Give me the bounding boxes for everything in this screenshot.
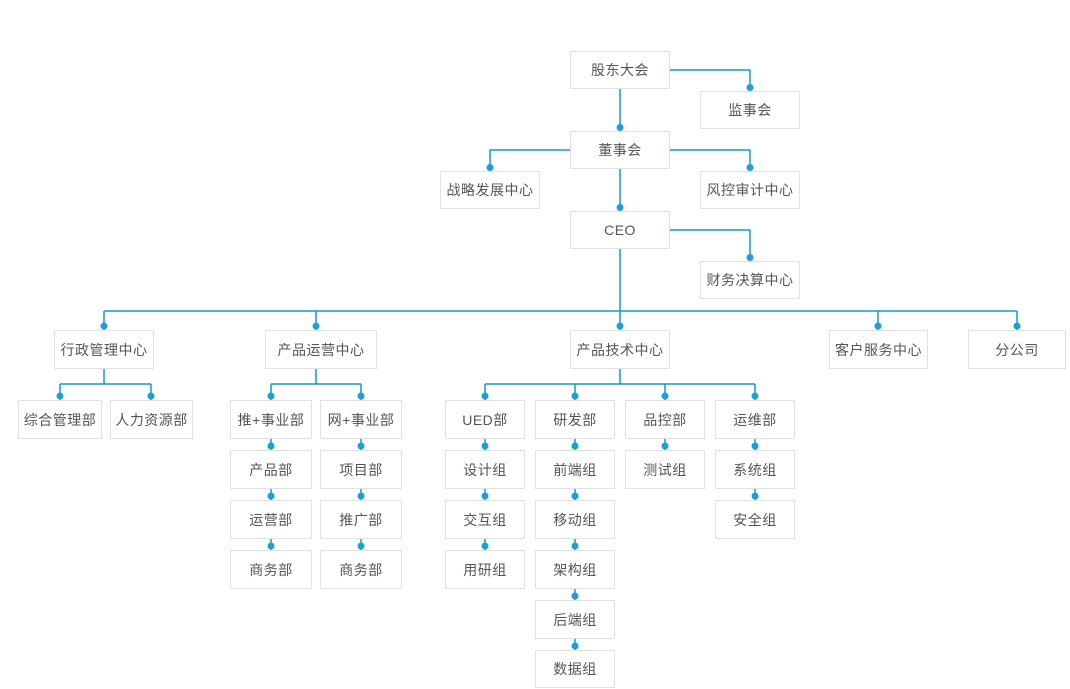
org-node-promotion-dept[interactable]: 推广部 <box>320 500 402 539</box>
org-node-ceo[interactable]: CEO <box>570 211 670 249</box>
org-node-product-dept[interactable]: 产品部 <box>230 450 312 489</box>
connector-dot <box>56 392 64 400</box>
connector-dot <box>616 124 624 131</box>
connector-dot <box>616 204 624 211</box>
org-node-frontend-group[interactable]: 前端组 <box>535 450 615 489</box>
connector-dot <box>486 164 494 171</box>
org-node-system-group[interactable]: 系统组 <box>715 450 795 489</box>
connector-dot <box>751 492 759 500</box>
connector-dot <box>267 542 275 550</box>
org-node-general-mgmt-dept[interactable]: 综合管理部 <box>18 400 102 439</box>
connector-dot <box>481 392 489 400</box>
org-node-hr-dept[interactable]: 人力资源部 <box>110 400 193 439</box>
org-node-branch-company[interactable]: 分公司 <box>968 330 1066 369</box>
connector-dot <box>571 642 579 650</box>
connector-dot <box>312 322 320 330</box>
connector-dot <box>481 542 489 550</box>
org-node-business-dept-2[interactable]: 商务部 <box>320 550 402 589</box>
connector-dot <box>571 392 579 400</box>
connector-dot <box>357 542 365 550</box>
org-node-architecture-group[interactable]: 架构组 <box>535 550 615 589</box>
org-node-board-of-directors[interactable]: 董事会 <box>570 131 670 169</box>
org-node-interaction-group[interactable]: 交互组 <box>445 500 525 539</box>
connector-dot <box>267 442 275 450</box>
connector-dot <box>571 542 579 550</box>
org-node-user-research-group[interactable]: 用研组 <box>445 550 525 589</box>
connector-dot <box>147 392 155 400</box>
org-node-data-group[interactable]: 数据组 <box>535 650 615 688</box>
connector-dot <box>481 492 489 500</box>
connector-dot <box>357 442 365 450</box>
connector-line-top <box>489 69 751 311</box>
connector-dot <box>571 492 579 500</box>
connector-dot <box>661 442 669 450</box>
org-node-ued-dept[interactable]: UED部 <box>445 400 525 439</box>
connector-dot <box>357 392 365 400</box>
org-node-rnd-dept[interactable]: 研发部 <box>535 400 615 439</box>
connector-dot <box>357 492 365 500</box>
connector-dot <box>661 392 669 400</box>
connector-dot <box>874 322 882 330</box>
org-node-product-tech-center[interactable]: 产品技术中心 <box>570 330 670 369</box>
org-node-strategy-dev-center[interactable]: 战略发展中心 <box>440 171 540 209</box>
connector-dot <box>571 442 579 450</box>
connector-dot <box>571 592 579 600</box>
org-node-backend-group[interactable]: 后端组 <box>535 600 615 639</box>
org-node-shareholders-meeting[interactable]: 股东大会 <box>570 51 670 89</box>
org-node-qc-dept[interactable]: 品控部 <box>625 400 705 439</box>
org-node-operations-dept[interactable]: 运营部 <box>230 500 312 539</box>
org-node-wang-business-dept[interactable]: 网+事业部 <box>320 400 402 439</box>
connector-line-bus <box>103 310 1018 330</box>
org-node-security-group[interactable]: 安全组 <box>715 500 795 539</box>
connector-dot <box>267 492 275 500</box>
org-node-customer-service-center[interactable]: 客户服务中心 <box>829 330 928 369</box>
connector-dot <box>267 392 275 400</box>
connector-dot <box>751 442 759 450</box>
connector-dot <box>481 442 489 450</box>
org-node-design-group[interactable]: 设计组 <box>445 450 525 489</box>
org-node-admin-center[interactable]: 行政管理中心 <box>54 330 154 369</box>
connector-dots <box>56 84 1021 650</box>
org-node-finance-center[interactable]: 财务决算中心 <box>700 261 800 299</box>
org-node-testing-group[interactable]: 测试组 <box>625 450 705 489</box>
org-node-project-dept[interactable]: 项目部 <box>320 450 402 489</box>
org-node-tui-business-dept[interactable]: 推+事业部 <box>230 400 312 439</box>
org-node-ops-maintenance-dept[interactable]: 运维部 <box>715 400 795 439</box>
org-node-mobile-group[interactable]: 移动组 <box>535 500 615 539</box>
connector-line-admin <box>59 369 152 400</box>
org-node-risk-audit-center[interactable]: 风控审计中心 <box>700 171 800 209</box>
connector-dot <box>751 392 759 400</box>
connector-dot <box>1013 322 1021 330</box>
connector-dot <box>746 84 754 91</box>
connector-dot <box>100 322 108 330</box>
org-node-product-ops-center[interactable]: 产品运营中心 <box>265 330 377 369</box>
connector-dot <box>746 164 754 171</box>
connector-dot <box>616 322 624 330</box>
connector-dot <box>746 254 754 261</box>
org-node-supervisory-board[interactable]: 监事会 <box>700 91 800 129</box>
org-node-business-dept-1[interactable]: 商务部 <box>230 550 312 589</box>
